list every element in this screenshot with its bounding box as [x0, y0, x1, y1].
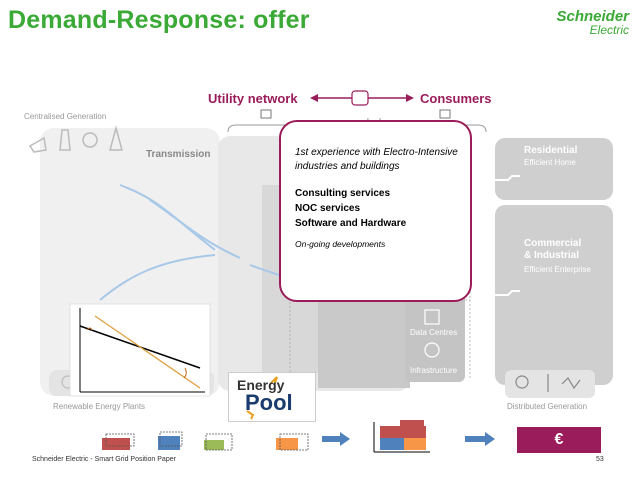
residential-panel: [495, 138, 613, 200]
data-centres-label: Data Centres: [410, 328, 458, 337]
infrastructure-label: Infrastructure: [410, 366, 458, 375]
transmission-label: Transmission: [146, 149, 211, 160]
callout-note: On-going developments: [295, 239, 386, 249]
distributed-generation-label: Distributed Generation: [507, 402, 588, 411]
footer-text: Schneider Electric - Smart Grid Position…: [32, 456, 176, 463]
plant-icon: [109, 125, 123, 151]
callout-intro: 1st experience with Electro-Intensive in…: [295, 147, 458, 172]
ev-car-icon-2: [492, 290, 520, 296]
energy-pool-line2: Pool: [245, 390, 293, 415]
pulse-icon: [561, 377, 581, 390]
cooling-tower-icon: [59, 129, 71, 151]
centralised-generation-label: Centralised Generation: [24, 112, 107, 121]
ev-car-icon: [492, 175, 520, 181]
euro-box: €: [517, 427, 601, 453]
utility-network-label: Utility network: [208, 91, 298, 106]
infrastructure-icon: [424, 342, 440, 358]
distributed-panel: [505, 370, 595, 398]
callout-item-consulting: Consulting services: [295, 188, 391, 199]
data-centre-icon: [424, 309, 440, 325]
commercial-panel: [495, 205, 613, 385]
page-title: Demand-Response: offer: [8, 6, 310, 34]
monitor-icon: [439, 109, 451, 119]
energy-pool-logo: Energy Pool: [228, 372, 316, 422]
gear-icon: [82, 132, 98, 148]
energy-pool-line1: Energy: [237, 377, 285, 393]
sun-icon: [515, 375, 529, 389]
logo-line1: Schneider: [556, 8, 629, 25]
monitor-icon: [260, 109, 272, 119]
efficient-enterprise-label: Efficient Enterprise: [524, 265, 591, 274]
schneider-logo: Schneider Electric: [533, 8, 633, 42]
commercial-label-line1: Commercial: [524, 238, 582, 249]
callout-item-software: Software and Hardware: [295, 218, 407, 229]
page-number: 53: [596, 456, 604, 463]
commercial-label-line2: & Industrial: [524, 250, 580, 261]
renewable-plants-label: Renewable Energy Plants: [53, 402, 146, 411]
load-curve-chart: [69, 303, 211, 397]
offer-callout: 1st experience with Electro-Intensive in…: [279, 120, 472, 302]
residential-label: Residential: [524, 145, 578, 156]
logo-line2: Electric: [589, 23, 629, 37]
datacentre-panel: [405, 286, 465, 382]
energy-blocks: [102, 420, 430, 453]
dam-icon: [28, 136, 47, 153]
consumers-label: Consumers: [420, 91, 492, 106]
efficient-home-label: Efficient Home: [524, 158, 576, 167]
callout-item-noc: NOC services: [295, 203, 361, 214]
network-icon: [351, 90, 369, 106]
